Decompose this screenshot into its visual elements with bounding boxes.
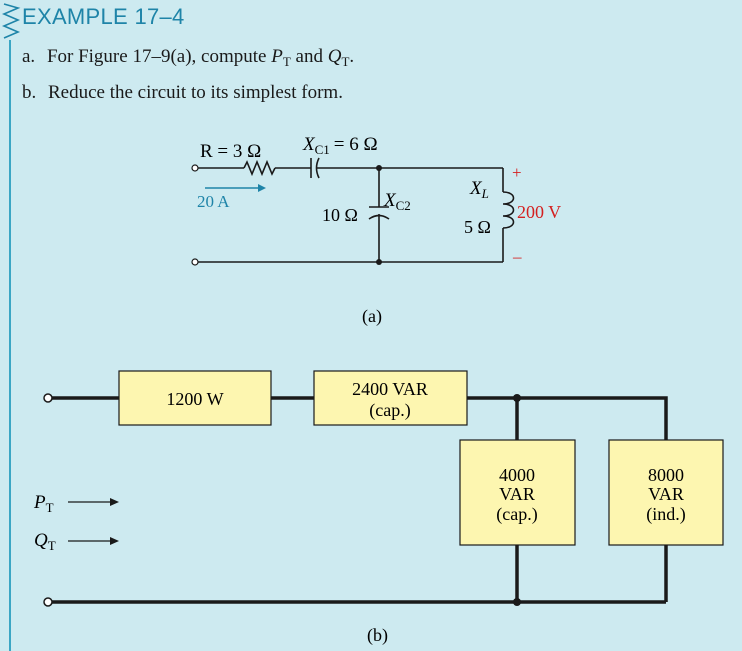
inductor-l	[502, 191, 515, 229]
resistor-r	[243, 159, 276, 177]
qt-arrow-head	[110, 537, 119, 545]
xl-val: 5 Ω	[464, 217, 491, 237]
voltage-label: 200 V	[517, 202, 561, 222]
left-rule	[9, 40, 11, 651]
block4-line2: VAR	[648, 484, 684, 504]
p-symbol: P	[271, 46, 283, 67]
xc2-label: XC2	[383, 190, 411, 213]
pt-arrow-head	[110, 498, 119, 506]
xc1-sub: C1	[315, 142, 330, 157]
node-bottom-b	[513, 598, 521, 606]
xl-x: X	[469, 178, 483, 199]
pt-sub: T	[46, 500, 54, 515]
pt-p: P	[33, 492, 46, 513]
block-1200w	[118, 370, 272, 426]
period: .	[349, 46, 355, 67]
block3-line3: (cap.)	[496, 504, 537, 525]
question-a-text: For Figure 17–9(a), compute	[46, 46, 267, 67]
terminal-top-a	[191, 164, 199, 172]
question-b: b. Reduce the circuit to its simplest fo…	[22, 82, 343, 104]
q-symbol: Q	[327, 46, 342, 67]
wire-b-top-right	[467, 396, 668, 440]
current-label: 20 A	[197, 192, 230, 211]
qt-sub: T	[48, 538, 56, 553]
block-8000var	[608, 439, 724, 546]
qt-q: Q	[34, 530, 48, 551]
terminal-bottom-b	[43, 597, 53, 607]
xl-sub: L	[481, 186, 489, 201]
question-b-text: Reduce the circuit to its simplest form.	[48, 82, 343, 103]
block4-line3: (ind.)	[646, 504, 686, 525]
block4-line1: 8000	[648, 465, 684, 485]
node-bottom-a	[376, 259, 382, 265]
xl-label: XL	[469, 178, 489, 201]
q-subscript: T	[341, 54, 350, 69]
p-subscript: T	[282, 54, 291, 69]
question-a: a. For Figure 17–9(a), compute PT and QT…	[22, 46, 354, 70]
block3-line2: VAR	[499, 484, 535, 504]
node-top-a	[376, 165, 382, 171]
xc2-x: X	[383, 190, 397, 211]
block1-label: 1200 W	[166, 389, 223, 409]
current-arrow-head	[258, 184, 266, 192]
xc1-label: XC1 = 6 Ω	[302, 134, 378, 157]
question-b-label: b.	[22, 82, 37, 103]
terminal-bottom-a	[191, 258, 199, 266]
caption-b: (b)	[367, 625, 388, 646]
minus-sign: –	[512, 247, 522, 266]
terminal-top-b	[43, 393, 53, 403]
plus-sign: +	[512, 163, 522, 182]
block2-line2: (cap.)	[369, 400, 410, 421]
caption-a: (a)	[362, 306, 382, 327]
block-2400var	[313, 370, 468, 426]
xc1-x: X	[302, 134, 316, 155]
r-label: R = 3 Ω	[200, 141, 261, 162]
question-a-label: a.	[22, 46, 36, 67]
block-4000var	[459, 439, 576, 546]
block2-line1: 2400 VAR	[352, 379, 428, 399]
pt-label: PT	[33, 492, 54, 515]
xc1-val: = 6 Ω	[334, 134, 378, 155]
squiggle-icon	[1, 3, 21, 39]
qt-label: QT	[34, 530, 56, 553]
xc2-sub: C2	[396, 198, 411, 213]
xc2-val: 10 Ω	[322, 205, 358, 225]
capacitor-c1-plate2	[315, 157, 320, 179]
block3-line1: 4000	[499, 465, 535, 485]
and-word: and	[295, 46, 323, 67]
example-heading: EXAMPLE 17–4	[22, 4, 185, 29]
node-top-b	[513, 394, 521, 402]
